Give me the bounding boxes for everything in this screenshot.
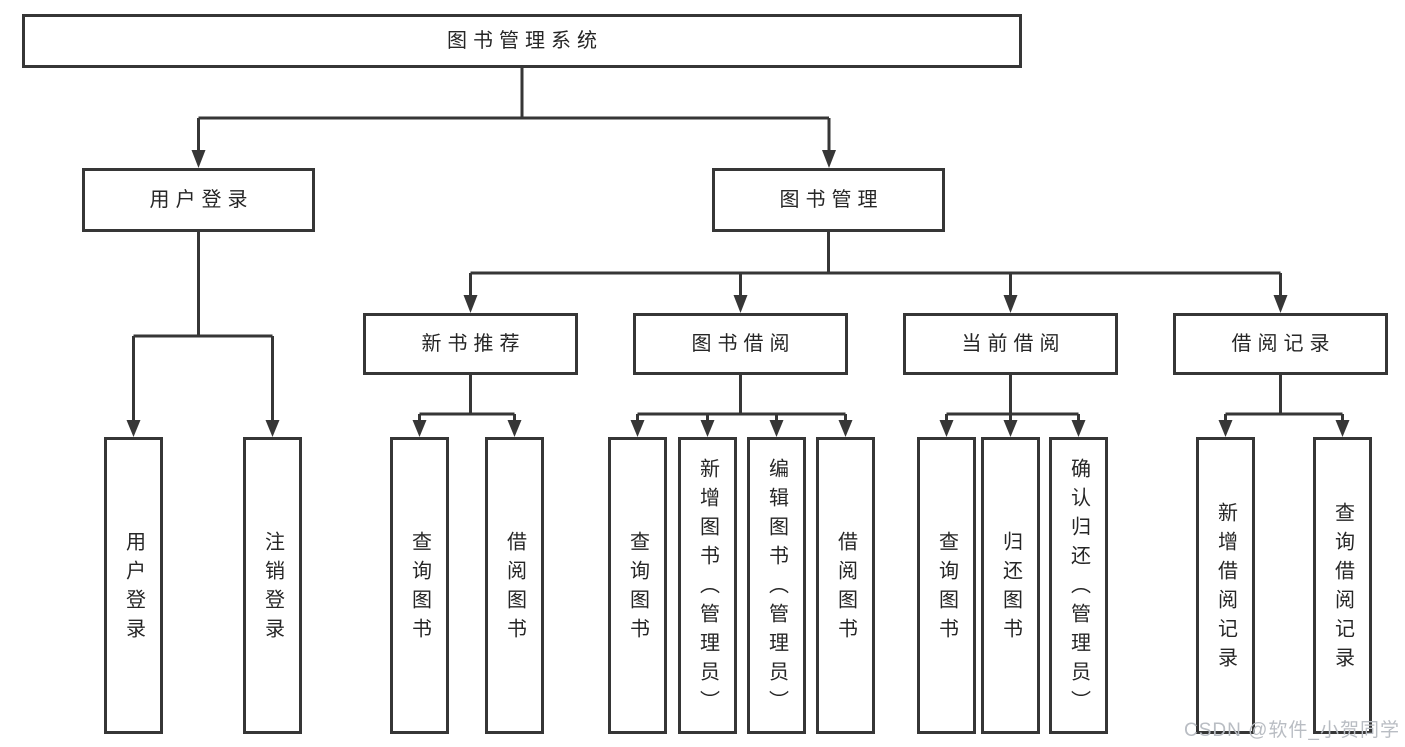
node-leaf-query-books-current: 查询图书 — [917, 437, 976, 734]
arrow-icon — [1003, 295, 1018, 313]
node-leaf-query-books-borrow: 查询图书 — [608, 437, 667, 734]
arrow-icon — [265, 420, 280, 437]
connector-current-borrow — [945, 375, 1080, 423]
node-book-borrow: 图书借阅 — [633, 313, 848, 375]
connector-new-book-recommend — [418, 375, 516, 423]
arrow-icon — [463, 295, 478, 313]
node-leaf-confirm-return-admin: 确认归还（管理员） — [1049, 437, 1108, 734]
connector-borrow-records — [1224, 375, 1344, 423]
arrow-icon — [733, 295, 748, 313]
node-leaf-return-book: 归还图书 — [981, 437, 1040, 734]
arrow-icon — [1218, 420, 1233, 437]
node-leaf-add-borrow-record: 新增借阅记录 — [1196, 437, 1255, 734]
arrow-icon — [1335, 420, 1350, 437]
arrow-icon — [769, 420, 784, 437]
arrow-icon — [1071, 420, 1086, 437]
node-user-login: 用户登录 — [82, 168, 315, 232]
node-current-borrow: 当前借阅 — [903, 313, 1118, 375]
arrow-icon — [126, 420, 141, 437]
node-leaf-logout: 注销登录 — [243, 437, 302, 734]
node-book-management: 图书管理 — [712, 168, 945, 232]
node-leaf-query-books-recommend: 查询图书 — [390, 437, 449, 734]
node-leaf-user-login: 用户登录 — [104, 437, 163, 734]
arrow-icon — [822, 150, 836, 168]
node-leaf-add-book-admin: 新增图书（管理员） — [678, 437, 737, 734]
node-leaf-query-borrow-record: 查询借阅记录 — [1313, 437, 1372, 734]
arrow-icon — [191, 150, 206, 168]
node-root: 图书管理系统 — [22, 14, 1022, 68]
node-leaf-borrow-books-recommend: 借阅图书 — [485, 437, 544, 734]
connector-book-borrow — [636, 375, 847, 423]
arrow-icon — [1003, 420, 1018, 437]
arrow-icon — [939, 420, 954, 437]
connector-root — [197, 68, 831, 152]
arrowheads — [126, 150, 1350, 437]
node-borrow-records: 借阅记录 — [1173, 313, 1388, 375]
arrow-icon — [1273, 295, 1288, 313]
node-leaf-edit-book-admin: 编辑图书（管理员） — [747, 437, 806, 734]
node-leaf-borrow-books: 借阅图书 — [816, 437, 875, 734]
arrow-icon — [700, 420, 715, 437]
arrow-icon — [630, 420, 645, 437]
arrow-icon — [838, 420, 853, 437]
connector-book-management — [469, 232, 1282, 298]
arrow-icon — [412, 420, 427, 437]
watermark: CSDN @软件_小贺同学 — [1184, 720, 1400, 741]
connector-user-login — [132, 232, 274, 423]
node-new-book-recommend: 新书推荐 — [363, 313, 578, 375]
arrow-icon — [507, 420, 522, 437]
